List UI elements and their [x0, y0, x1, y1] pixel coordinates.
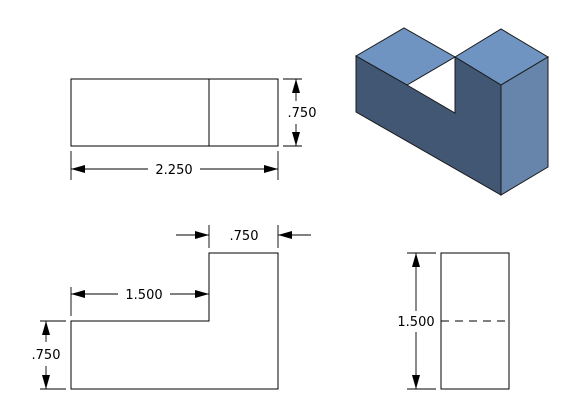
dimension-text-2250: 2.250: [155, 163, 192, 178]
arrowhead-right: [264, 165, 278, 173]
front-view: .750 1.500 .750: [32, 225, 311, 390]
arrowhead-top: [292, 79, 300, 93]
arrowhead-left: [71, 165, 85, 173]
dimension-width-top: 2.250: [70, 151, 279, 180]
arrowhead-top: [42, 321, 50, 335]
arrowhead-right: [278, 231, 292, 239]
front-view-outline: [70, 252, 279, 390]
arrowhead-bottom: [292, 132, 300, 146]
top-view-outline: [70, 78, 279, 147]
isometric-view: [354, 27, 549, 196]
arrowhead-bottom: [412, 375, 420, 389]
arrowhead-top: [412, 253, 420, 267]
dimension-step-width: 1.500: [70, 287, 209, 316]
arrowhead-right: [195, 290, 209, 298]
top-view: 2.250 .750: [70, 78, 317, 180]
dimension-upright-width: .750: [176, 225, 311, 248]
dimension-text-1500-step: 1.500: [125, 288, 162, 303]
dimension-base-height: .750: [32, 320, 66, 390]
arrowhead-bottom: [42, 375, 50, 389]
dimension-side-height: 1.500: [397, 252, 436, 390]
dimension-text-1500-side: 1.500: [397, 315, 434, 330]
dimension-text-750-base: .750: [32, 348, 61, 363]
arrowhead-left: [195, 231, 209, 239]
dimension-text-750-upright: .750: [230, 229, 259, 244]
side-view: 1.500: [397, 252, 510, 390]
dimension-text-750-top: .750: [288, 106, 317, 121]
dimension-depth-top: .750: [283, 78, 317, 147]
arrowhead-left: [71, 290, 85, 298]
iso-front-face: [355, 55, 502, 196]
iso-side-face: [500, 56, 549, 196]
